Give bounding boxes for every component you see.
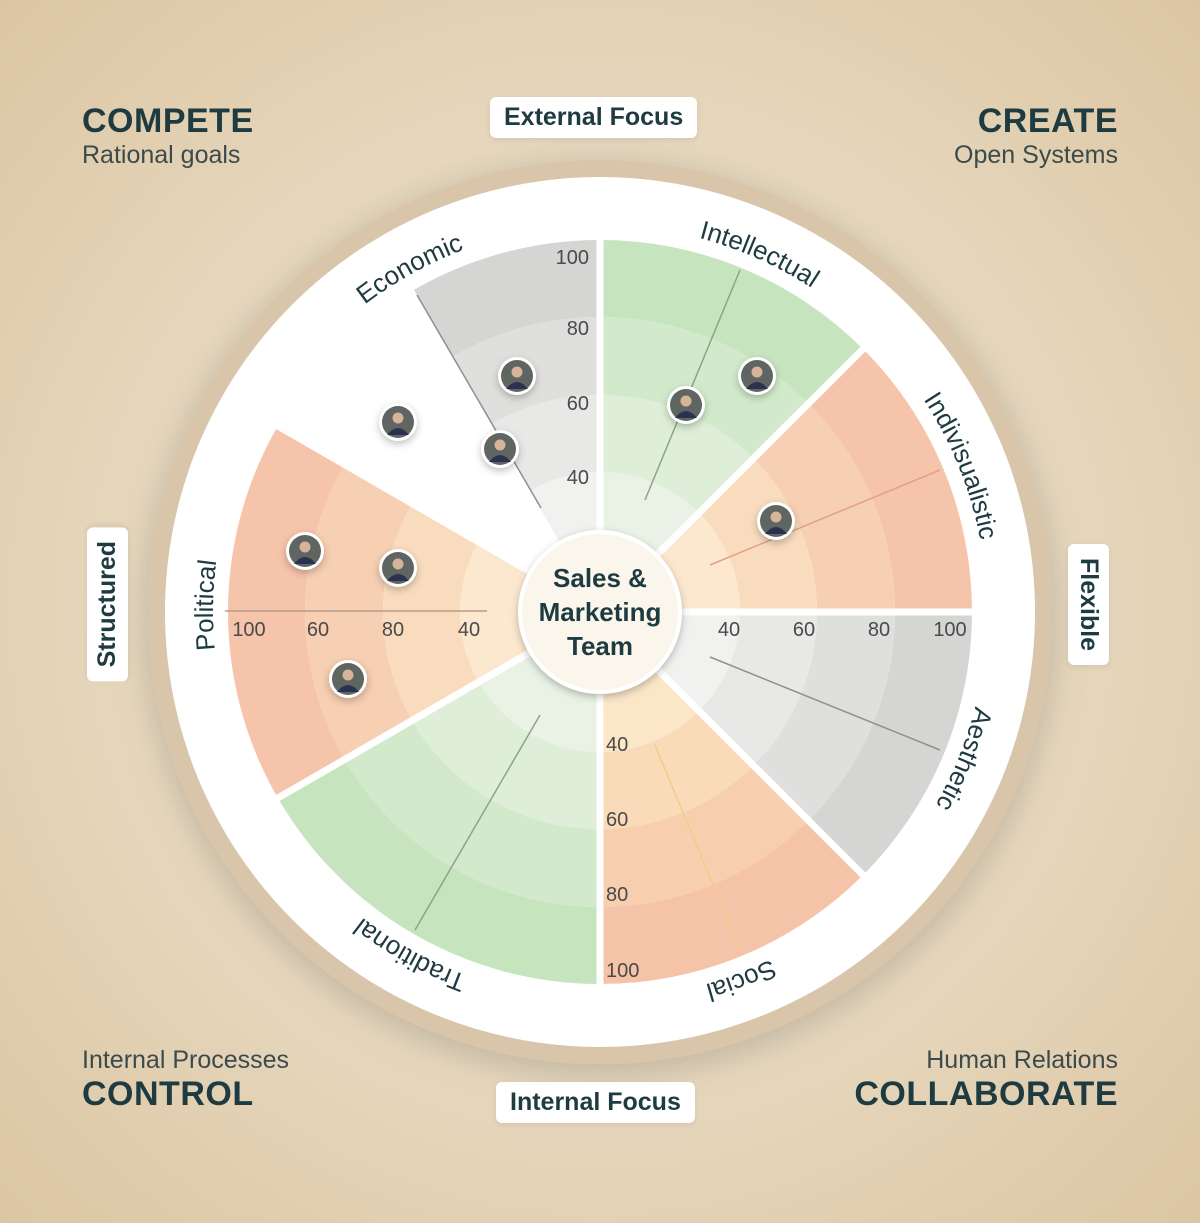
team-member-avatar[interactable] xyxy=(757,502,795,540)
scale-tick-label: 40 xyxy=(567,467,589,489)
team-member-avatar[interactable] xyxy=(379,403,417,441)
team-member-avatar[interactable] xyxy=(286,532,324,570)
score-band xyxy=(600,765,809,908)
quadrant-compete: COMPETE Rational goals xyxy=(82,102,254,170)
axis-label-flexible: Flexible xyxy=(1068,544,1109,666)
segment-traditional xyxy=(277,612,600,984)
team-member-avatar[interactable] xyxy=(498,357,536,395)
score-band xyxy=(344,720,600,907)
team-name-line: Marketing xyxy=(538,597,662,627)
segment-label: Political xyxy=(189,558,222,652)
trend-line xyxy=(644,269,741,501)
axis-label-internal-focus: Internal Focus xyxy=(496,1082,695,1123)
team-name-line: Team xyxy=(567,631,633,661)
scale-tick-label: 100 xyxy=(232,619,265,641)
scale-tick-label: 60 xyxy=(606,809,628,831)
team-member-avatar[interactable] xyxy=(379,549,417,587)
scale-tick-label: 80 xyxy=(606,884,628,906)
team-name-line: Sales & xyxy=(553,563,647,593)
score-band xyxy=(600,240,864,404)
quadrant-title: CREATE xyxy=(977,102,1118,140)
score-band xyxy=(412,682,600,829)
scale-tick-label: 80 xyxy=(567,318,589,340)
score-band xyxy=(414,240,600,357)
team-member-avatar[interactable] xyxy=(667,386,705,424)
score-band xyxy=(491,395,600,491)
scale-tick-label: 60 xyxy=(307,619,329,641)
quadrant-subtitle: Internal Processes xyxy=(82,1046,290,1074)
score-band xyxy=(808,612,972,876)
quadrant-collaborate: Human Relations COLLABORATE xyxy=(854,1046,1118,1114)
scale-tick-label: 40 xyxy=(606,734,628,756)
score-band xyxy=(698,458,817,612)
scale-tick-label: 40 xyxy=(718,619,740,641)
team-member-avatar[interactable] xyxy=(738,357,776,395)
quadrant-title: COLLABORATE xyxy=(854,1075,1118,1113)
trend-line xyxy=(709,469,941,566)
quadrant-create: CREATE Open Systems xyxy=(954,102,1118,170)
score-band xyxy=(600,317,809,459)
trend-line xyxy=(416,294,542,509)
scale-tick-label: 80 xyxy=(868,619,890,641)
scale-tick-label: 100 xyxy=(933,619,966,641)
scale-tick-label: 100 xyxy=(606,960,639,982)
score-band xyxy=(600,820,864,984)
score-band xyxy=(753,612,895,821)
quadrant-subtitle: Rational goals xyxy=(82,141,241,169)
segment-aesthetic xyxy=(600,612,972,876)
trend-line xyxy=(654,744,741,951)
score-band xyxy=(277,759,600,984)
scale-tick-label: 100 xyxy=(556,247,589,269)
quadrant-control: Internal Processes CONTROL xyxy=(82,1046,289,1114)
score-band xyxy=(228,426,345,798)
score-band xyxy=(600,710,754,829)
score-band xyxy=(600,395,754,514)
segment-intellectual xyxy=(600,240,864,612)
team-member-avatar[interactable] xyxy=(481,430,519,468)
scale-tick-label: 60 xyxy=(567,393,589,415)
quadrant-title: COMPETE xyxy=(82,102,254,140)
team-member-avatar[interactable] xyxy=(329,660,367,698)
scale-tick-label: 80 xyxy=(382,619,404,641)
score-band xyxy=(698,612,817,766)
scale-tick-label: 40 xyxy=(458,619,480,641)
axis-label-structured: Structured xyxy=(87,527,128,682)
quadrant-title: CONTROL xyxy=(82,1075,254,1113)
score-band xyxy=(808,348,972,612)
quadrant-subtitle: Open Systems xyxy=(954,141,1118,169)
quadrant-subtitle: Human Relations xyxy=(926,1046,1118,1074)
trend-line xyxy=(414,714,541,931)
center-circle xyxy=(518,530,682,694)
scale-tick-label: 60 xyxy=(793,619,815,641)
trend-line xyxy=(709,656,941,751)
score-band xyxy=(753,403,895,612)
axis-label-external-focus: External Focus xyxy=(490,97,698,138)
